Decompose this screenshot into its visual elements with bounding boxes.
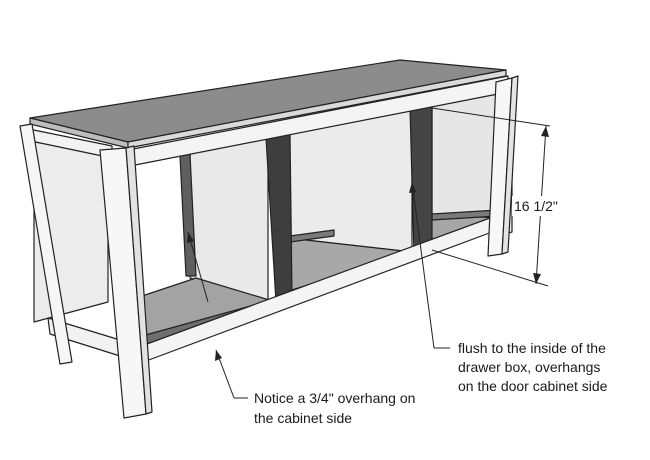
left-divider-pointer [187, 231, 209, 303]
divider-note-line-3: on the door cabinet side [458, 378, 608, 394]
front-left-leg-side [125, 145, 153, 415]
divider-note-leader [411, 181, 435, 349]
divider-note-line-2: drawer box, overhangs [458, 359, 600, 375]
dimension-extension-bottom [431, 249, 549, 287]
divider-note-arrow [409, 182, 416, 193]
dimension-arrow-top [541, 126, 549, 137]
overhang-note-line-1: Notice a 3/4" overhang on [254, 390, 415, 406]
dimension-label-bg [512, 196, 562, 216]
divider-right [409, 103, 433, 255]
divider-center [265, 133, 293, 303]
dimension-label: 16 1/2" [514, 198, 558, 214]
back-panel-left [189, 137, 269, 303]
overhang-note-line-2: the cabinet side [254, 410, 352, 426]
dimension-extension-top [431, 107, 551, 127]
divider-note-line-1: flush to the inside of the [458, 340, 606, 356]
overhang-note-arrow [215, 350, 222, 361]
left-divider-pointer-arrow [187, 232, 194, 243]
back-left-leg [19, 123, 73, 365]
dimension-arrow-bottom [533, 273, 541, 284]
